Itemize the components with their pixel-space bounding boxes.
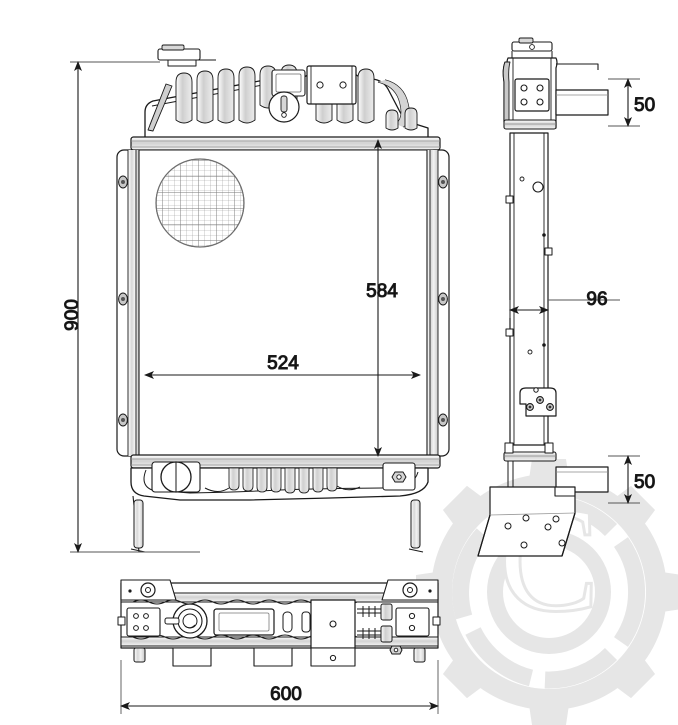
mounting-legs bbox=[130, 495, 424, 553]
bottom-fins bbox=[228, 467, 338, 494]
dimension-overall-width: 600 bbox=[270, 684, 302, 705]
rail-fastener-icon bbox=[438, 175, 448, 427]
dimension-depth: 96 bbox=[586, 289, 607, 310]
plan-bolt-icon bbox=[389, 645, 403, 655]
front-elevation-view bbox=[116, 44, 450, 553]
dimension-top-outlet-offset: 50 bbox=[634, 95, 655, 116]
bottom-fastener-icon bbox=[382, 462, 416, 491]
bottom-outlet-port-icon bbox=[151, 461, 201, 493]
dimension-core-height: 584 bbox=[366, 281, 398, 302]
rail-fastener-icon bbox=[118, 175, 128, 427]
bottom-plan-view bbox=[117, 579, 441, 667]
plate-holes-icon bbox=[504, 514, 566, 549]
dimension-overall-height: 900 bbox=[62, 299, 83, 331]
side-view-dimensions: 50 96 50 bbox=[509, 78, 656, 504]
bottom-bracket-bolts-icon bbox=[526, 387, 554, 411]
dimension-bottom-outlet-offset: 50 bbox=[634, 472, 655, 493]
left-side-rail bbox=[116, 149, 140, 457]
front-view-dimensions: 900 584 524 bbox=[62, 61, 421, 553]
filler-cap-icon bbox=[268, 91, 300, 123]
fan-grille-icon bbox=[155, 158, 245, 248]
dimension-core-width: 524 bbox=[267, 353, 299, 374]
top-bracket-bolts-icon bbox=[520, 84, 544, 106]
right-side-rail bbox=[426, 149, 450, 457]
right-side-view bbox=[477, 37, 609, 557]
plan-view-dimensions: 600 bbox=[120, 660, 439, 714]
